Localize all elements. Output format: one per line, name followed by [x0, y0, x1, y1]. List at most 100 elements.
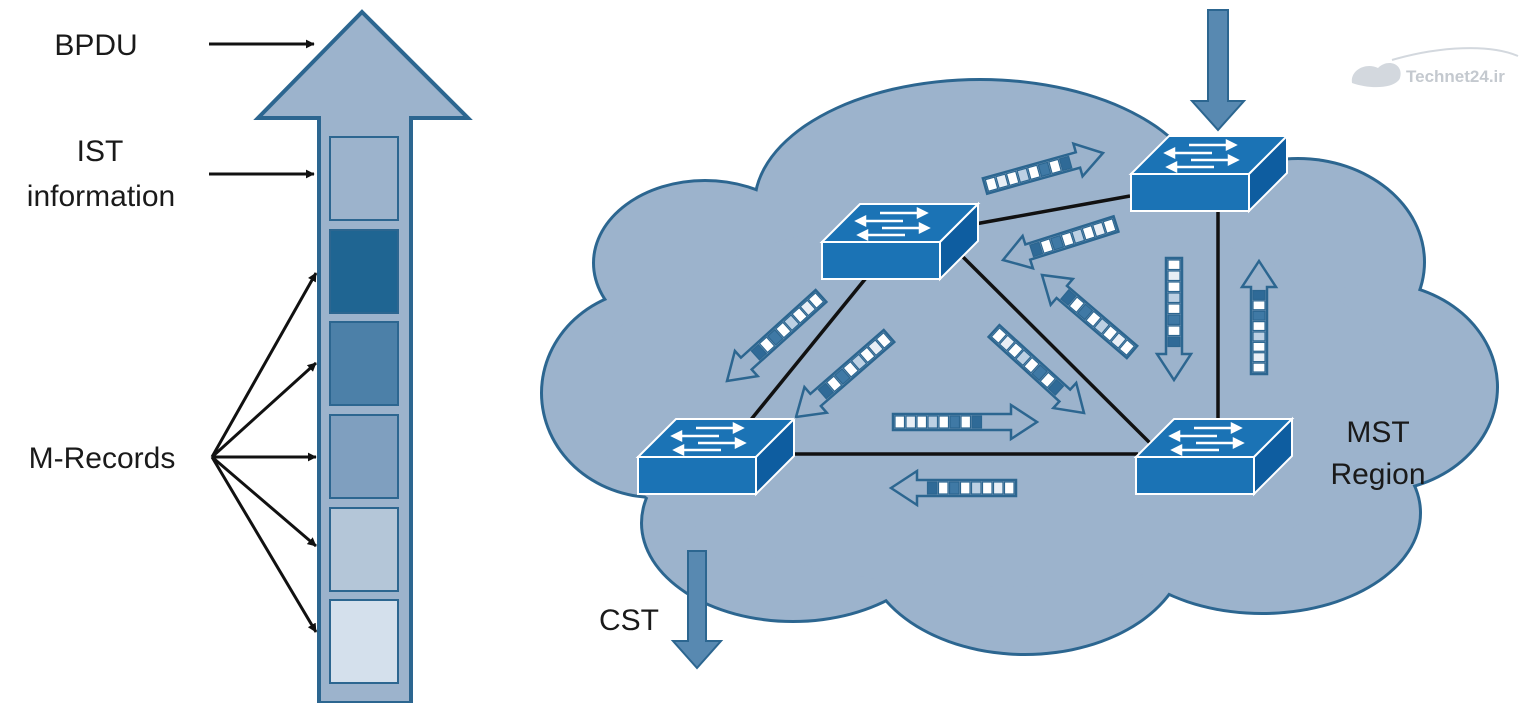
record-cell [1091, 221, 1107, 238]
record-cell [1110, 331, 1127, 349]
record-cell [1039, 371, 1057, 389]
bpdu-flow-arrow-icon [1239, 258, 1279, 376]
record-cell [1006, 341, 1024, 359]
record-cell [916, 415, 928, 429]
record-cell [1252, 300, 1266, 311]
record-cell [1093, 317, 1111, 335]
m-record-pointer-arrow [210, 361, 318, 459]
record-cell [937, 481, 949, 495]
record-cell [1058, 155, 1073, 172]
record-cell [799, 299, 817, 317]
record-cell [1252, 362, 1266, 373]
record-cell [981, 481, 993, 495]
m-record [329, 229, 399, 314]
watermark-logo-icon [1351, 63, 1401, 88]
record-cell [1014, 349, 1032, 367]
record-cell [1071, 228, 1086, 244]
bpdu-label: BPDU [54, 29, 137, 62]
record-cell [858, 346, 876, 364]
record-cell [783, 314, 800, 332]
record-cell [774, 321, 792, 339]
record-cell [1167, 270, 1181, 282]
record-cell [1039, 238, 1054, 254]
record-cell [1048, 158, 1062, 175]
m-record-pointer-arrow [210, 272, 318, 458]
record-cell [1167, 281, 1181, 293]
record-cell [959, 481, 971, 495]
record-cell [970, 481, 982, 495]
record-cell [1060, 289, 1077, 307]
record-cell [834, 368, 851, 386]
record-cell [1005, 170, 1020, 187]
record-cell [1026, 164, 1041, 181]
pointer-arrows [209, 39, 318, 633]
record-cell [992, 481, 1004, 495]
record-cell [1102, 218, 1117, 234]
m-record [329, 321, 399, 406]
record-cell [1016, 167, 1031, 184]
m-record-pointer-arrow [210, 456, 318, 633]
record-cell [998, 334, 1016, 352]
bpdu-flow-arrow-icon [725, 288, 829, 383]
record-cell [1031, 364, 1049, 382]
record-cell [1167, 314, 1181, 326]
record-cell [842, 360, 860, 378]
cst-label: CST [599, 604, 659, 637]
record-cell [867, 339, 884, 357]
record-cell [817, 382, 835, 400]
switch-icon [1128, 133, 1290, 214]
record-cell [1023, 356, 1040, 374]
record-cell [1167, 325, 1181, 337]
ist-label-line2: information [27, 180, 175, 213]
record-cell [1167, 292, 1181, 304]
m-record [329, 599, 399, 684]
bpdu-flow-arrow-icon [1040, 273, 1139, 360]
record-cell [766, 328, 784, 346]
record-cell [971, 415, 983, 429]
record-cell [875, 331, 893, 349]
record-cell [905, 415, 917, 429]
record-cell [791, 306, 809, 324]
record-cell [927, 415, 939, 429]
mst-region-label-line2: Region [1330, 458, 1425, 491]
record-cell [894, 415, 906, 429]
record-cell [807, 292, 825, 310]
record-cell [1029, 241, 1044, 258]
ist-label-line1: IST [77, 135, 124, 168]
bpdu-flow-arrow-icon [1154, 256, 1194, 383]
record-cell [1167, 303, 1181, 315]
link-line [743, 276, 868, 429]
bpdu-flow-arrow-icon [986, 323, 1086, 415]
record-cell [1252, 341, 1266, 352]
record-cell [1252, 289, 1266, 300]
record-cell [1081, 224, 1096, 241]
record-cell [938, 415, 950, 429]
bpdu-flow-arrow-icon [891, 402, 1040, 442]
record-cell [1252, 321, 1266, 332]
record-cell [960, 415, 972, 429]
record-cell [1118, 339, 1136, 357]
record-cell [1003, 481, 1015, 495]
switch-icon [635, 416, 797, 497]
record-cell [926, 481, 938, 495]
ist-record [329, 136, 399, 221]
record-cell [1167, 336, 1181, 348]
bpdu-flow-arrow-icon [981, 141, 1106, 196]
bpdu-flow-arrow-icon [1000, 214, 1120, 271]
record-cell [1047, 378, 1065, 396]
link-line [974, 194, 1131, 226]
cst-arrow-icon [670, 550, 724, 670]
record-cell [1101, 324, 1119, 342]
switch-icon [1133, 416, 1295, 497]
record-cell [948, 481, 960, 495]
record-cell [850, 353, 868, 371]
m-record [329, 507, 399, 592]
record-cell [825, 375, 843, 393]
record-cell [995, 173, 1010, 190]
record-cell [750, 343, 768, 361]
record-cell [1037, 161, 1052, 178]
links [743, 194, 1220, 456]
record-cell [1050, 234, 1065, 251]
link-line [958, 252, 1159, 452]
bpdu-flow-arrow-icon [794, 328, 897, 419]
